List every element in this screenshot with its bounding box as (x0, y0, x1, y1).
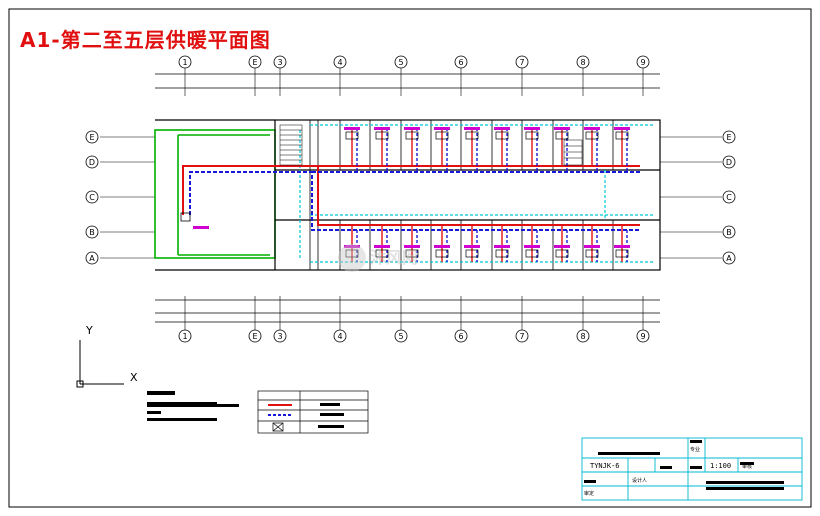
col-label: 5 (398, 332, 403, 341)
col-label: 8 (580, 332, 585, 341)
ucs-x-label: X (130, 371, 138, 384)
col-label: 6 (458, 58, 463, 67)
supply-pipe (182, 165, 640, 226)
col-label: 7 (519, 332, 524, 341)
col-bubble-8 (576, 55, 590, 69)
row-bubble-C (722, 190, 736, 204)
col-bubble-7 (515, 55, 529, 69)
row-label: E (726, 133, 731, 142)
row-bubble-E (722, 130, 736, 144)
col-label: 1 (182, 58, 187, 67)
col-label: 4 (337, 58, 342, 67)
tb-cell-2: 设计人 (632, 477, 647, 484)
watermark-text: 沐风网 (370, 248, 418, 267)
col-bubble-8 (576, 329, 590, 343)
col-bubble-3 (273, 329, 287, 343)
col-label: 5 (398, 58, 403, 67)
radiators (180, 127, 630, 258)
title-block (581, 437, 803, 501)
tb-cell-1: 审核 (742, 463, 752, 470)
watermark-logo: 沐风网 (338, 244, 418, 272)
row-bubble-D (722, 155, 736, 169)
scale-text: 1:100 (710, 462, 731, 470)
col-bubble-6 (454, 55, 468, 69)
row-label: A (89, 254, 95, 263)
drawing-title: A1-第二至五层供暖平面图 (20, 28, 271, 52)
row-bubble-A (85, 251, 99, 265)
drawing-code: TYNJK-6 (590, 462, 620, 470)
ucs-icon (76, 340, 124, 388)
col-bubble-E (248, 55, 262, 69)
col-label: 9 (640, 58, 645, 67)
row-label: D (726, 158, 732, 167)
row-label: B (726, 228, 732, 237)
ucs-y-label: Y (85, 324, 93, 337)
sheet-border (8, 8, 812, 508)
building-walls (154, 129, 276, 259)
top-dimension (155, 73, 660, 89)
col-bubble-5 (394, 55, 408, 69)
tb-cell-0: 专业 (690, 446, 700, 453)
row-bubble-A (722, 251, 736, 265)
row-label: C (726, 193, 732, 202)
row-label: A (726, 254, 732, 263)
bottom-dimension (155, 299, 660, 323)
col-bubble-5 (394, 329, 408, 343)
building-core-walls (155, 119, 661, 271)
col-bubble-4 (333, 55, 347, 69)
col-label: 7 (519, 58, 524, 67)
row-label: E (89, 133, 94, 142)
row-label: B (89, 228, 95, 237)
riser-branches (351, 128, 628, 262)
col-label: 6 (458, 332, 463, 341)
col-bubble-4 (333, 329, 347, 343)
col-bubble-7 (515, 329, 529, 343)
col-bubble-1 (178, 55, 192, 69)
col-label: 8 (580, 58, 585, 67)
col-label: E (252, 332, 257, 341)
col-bubble-1 (178, 329, 192, 343)
row-bubble-C (85, 190, 99, 204)
col-label: 3 (277, 58, 282, 67)
col-label: E (252, 58, 257, 67)
col-bubble-E (248, 329, 262, 343)
notes (147, 391, 239, 421)
return-pipe (189, 171, 640, 231)
row-label: C (89, 193, 95, 202)
legend-table (257, 390, 369, 434)
row-label: D (89, 158, 95, 167)
col-bubble-9 (636, 329, 650, 343)
col-label: 1 (182, 332, 187, 341)
col-bubble-6 (454, 329, 468, 343)
row-bubble-D (85, 155, 99, 169)
col-bubble-3 (273, 55, 287, 69)
row-bubble-E (85, 130, 99, 144)
col-label: 9 (640, 332, 645, 341)
row-gridlines: E E D D C C B B A A (85, 130, 736, 265)
legend-text-blocks (318, 403, 344, 428)
row-bubble-B (722, 225, 736, 239)
col-bubble-9 (636, 55, 650, 69)
stair (279, 124, 583, 166)
col-label: 3 (277, 332, 282, 341)
title-block-fills (584, 440, 784, 490)
col-label: 4 (337, 332, 342, 341)
tb-cell-3: 审定 (584, 490, 594, 497)
row-bubble-B (85, 225, 99, 239)
